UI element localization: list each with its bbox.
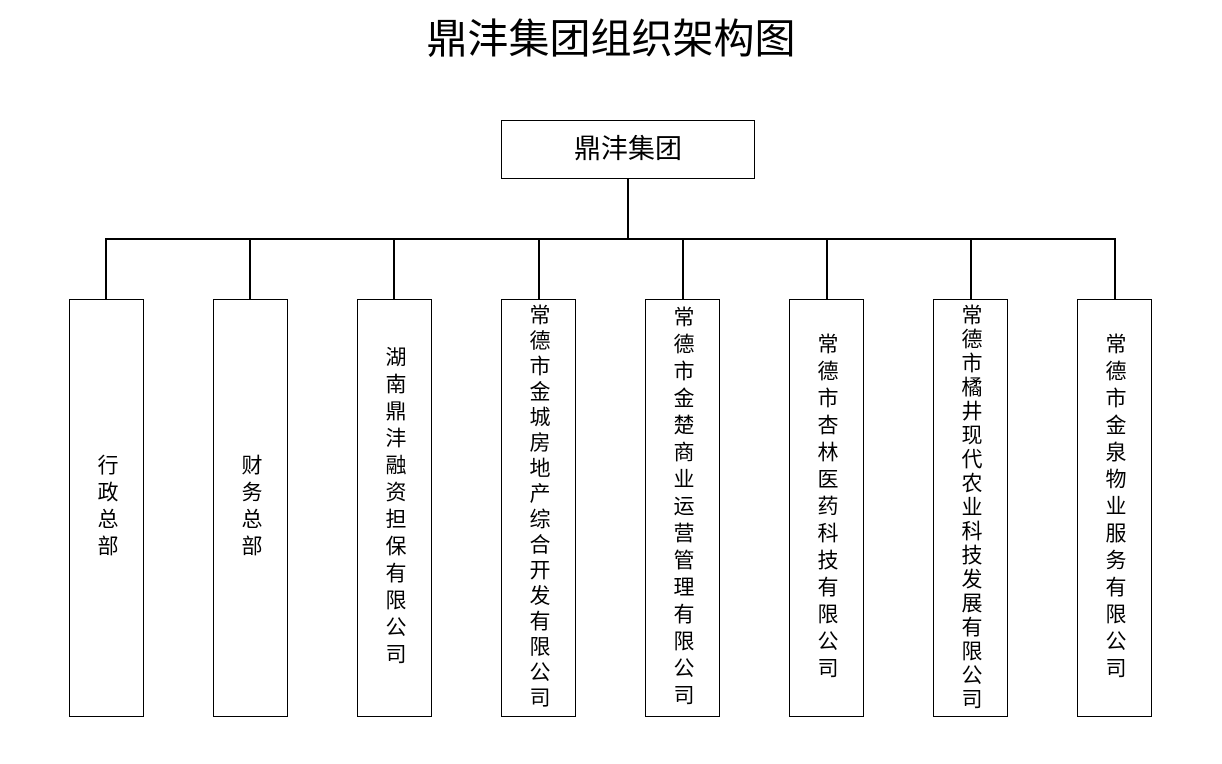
- org-node-jinquan-property-service[interactable]: 常德市金泉物业服务有限公司: [1077, 299, 1152, 717]
- connector-drop-6: [826, 238, 828, 300]
- org-node-jujing-modern-agriculture[interactable]: 常德市橘井现代农业科技发展有限公司: [933, 299, 1008, 717]
- connector-drop-3: [393, 238, 395, 300]
- connector-drop-4: [538, 238, 540, 300]
- org-node-label-7: 常德市橘井现代农业科技发展有限公司: [959, 304, 983, 712]
- org-node-label-8: 常德市金泉物业服务有限公司: [1103, 332, 1127, 684]
- org-node-label-6: 常德市杏林医药科技有限公司: [815, 332, 839, 684]
- connector-horizontal-bus: [105, 238, 1116, 240]
- org-node-label-3: 湖南鼎沣融资担保有限公司: [383, 346, 407, 670]
- connector-drop-7: [970, 238, 972, 300]
- org-node-label-2: 财务总部: [239, 454, 263, 562]
- connector-root-stem: [627, 179, 629, 239]
- org-node-jinchu-commercial-operation[interactable]: 常德市金楚商业运营管理有限公司: [645, 299, 720, 717]
- org-node-root-label: 鼎沣集团: [574, 133, 682, 165]
- org-node-label-4: 常德市金城房地产综合开发有限公司: [527, 304, 551, 712]
- org-node-jincheng-real-estate[interactable]: 常德市金城房地产综合开发有限公司: [501, 299, 576, 717]
- connector-drop-2: [249, 238, 251, 300]
- org-node-hunan-dingfeng-financing-guarantee[interactable]: 湖南鼎沣融资担保有限公司: [357, 299, 432, 717]
- page-title: 鼎沣集团组织架构图: [426, 15, 796, 63]
- connector-drop-1: [105, 238, 107, 300]
- connector-drop-8: [1114, 238, 1116, 300]
- org-node-root[interactable]: 鼎沣集团: [501, 120, 755, 179]
- org-node-administration-hq[interactable]: 行政总部: [69, 299, 144, 717]
- org-node-xinglin-pharmaceutical-tech[interactable]: 常德市杏林医药科技有限公司: [789, 299, 864, 717]
- org-node-finance-hq[interactable]: 财务总部: [213, 299, 288, 717]
- org-node-label-1: 行政总部: [95, 454, 119, 562]
- connector-drop-5: [682, 238, 684, 300]
- org-node-label-5: 常德市金楚商业运营管理有限公司: [671, 305, 695, 711]
